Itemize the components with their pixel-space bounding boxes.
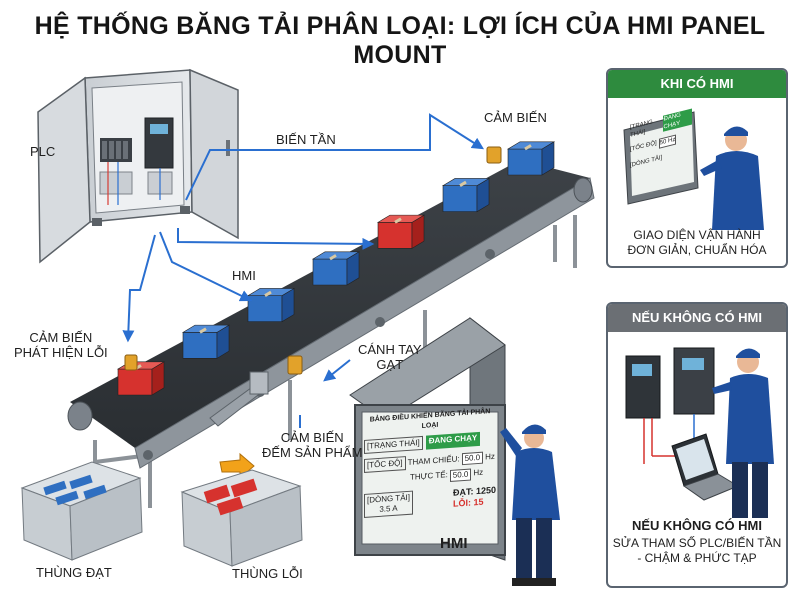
box-icon bbox=[376, 214, 426, 249]
hmi-speed-label: [TỐC ĐỘ] bbox=[364, 456, 406, 473]
operator-icon bbox=[500, 424, 560, 586]
label-arm: CÁNH TAY GẠT bbox=[358, 342, 422, 372]
hmi-err-label: LỖI: bbox=[452, 497, 471, 509]
label-hmi-main: HMI bbox=[440, 535, 468, 552]
hmi-ref-value[interactable]: 50.0 bbox=[461, 451, 484, 466]
label-arm-line2: GẠT bbox=[376, 357, 404, 372]
label-hmi-wire: HMI bbox=[232, 268, 256, 283]
panel-without-hmi-header: NẾU KHÔNG CÓ HMI bbox=[608, 304, 786, 332]
label-counter-line1: CẢM BIẾN bbox=[280, 430, 344, 445]
label-bin-reject: THÙNG LỖI bbox=[232, 566, 303, 581]
label-counter: CẢM BIẾN ĐẾM SẢN PHẨM bbox=[262, 430, 362, 460]
hmi-counts: ĐẠT: 1250 LỖI: 15 bbox=[453, 485, 496, 512]
panel-with-hmi: KHI CÓ HMI [TRẠNG THÁI] ĐANG CHẠY [TỐC Đ… bbox=[606, 68, 788, 268]
page-title: HỆ THỐNG BĂNG TẢI PHÂN LOẠI: LỢI ÍCH CỦA… bbox=[34, 12, 766, 69]
sensor-icon bbox=[124, 146, 502, 375]
conveyor-boxes bbox=[116, 141, 556, 396]
panel-with-hmi-caption-line1: GIAO DIỆN VẬN HÀNH bbox=[633, 228, 761, 242]
vfd-drive-icon bbox=[625, 347, 715, 464]
hmi-ref-unit: Hz bbox=[485, 451, 495, 462]
panel-without-hmi-illustration bbox=[625, 347, 774, 518]
mini-speed-value: 50 Hz bbox=[658, 134, 677, 149]
label-vfd: BIẾN TẦN bbox=[276, 132, 336, 147]
panel-without-hmi-caption-title: NẾU KHÔNG CÓ HMI bbox=[632, 518, 762, 533]
box-icon bbox=[441, 177, 491, 213]
box-icon bbox=[311, 251, 361, 286]
panel-without-hmi-caption: NẾU KHÔNG CÓ HMI SỬA THAM SỐ PLC/BIẾN TẦ… bbox=[608, 518, 786, 566]
panel-with-hmi-caption: GIAO DIỆN VẬN HÀNH ĐƠN GIẢN, CHUẨN HÓA bbox=[608, 228, 786, 258]
panel-with-hmi-header: KHI CÓ HMI bbox=[608, 70, 786, 98]
box-icon bbox=[181, 324, 231, 359]
box-icon bbox=[246, 287, 296, 323]
hmi-ref-label: THAM CHIẾU: bbox=[407, 454, 460, 467]
hmi-err-value: 15 bbox=[473, 496, 484, 508]
label-sensor-error-line2: PHÁT HIỆN LỖI bbox=[14, 345, 108, 360]
label-sensor-top: CẢM BIẾN bbox=[484, 110, 547, 125]
operator-icon bbox=[712, 348, 774, 518]
hmi-panel-icon bbox=[349, 316, 506, 561]
bin-icon bbox=[20, 461, 303, 567]
panel-without-hmi: NẾU KHÔNG CÓ HMI bbox=[606, 302, 788, 588]
pusher-arm-icon bbox=[209, 371, 269, 427]
operator-icon bbox=[700, 126, 764, 230]
label-plc: PLC bbox=[30, 144, 56, 159]
hmi-actual-unit: Hz bbox=[473, 467, 484, 478]
panel-with-hmi-caption-line2: ĐƠN GIẢN, CHUẨN HÓA bbox=[627, 243, 767, 257]
hmi-ok-label: ĐẠT: bbox=[452, 486, 474, 498]
label-arm-line1: CÁNH TAY bbox=[358, 342, 422, 357]
panel-without-hmi-caption-line1: SỬA THAM SỐ PLC/BIẾN TẦN bbox=[612, 536, 782, 550]
hmi-status-value[interactable]: ĐANG CHẠY bbox=[425, 431, 481, 450]
panel-without-hmi-caption-line2: - CHẬM & PHỨC TẠP bbox=[637, 551, 757, 565]
label-sensor-error: CẢM BIẾN PHÁT HIỆN LỖI bbox=[14, 330, 108, 360]
label-sensor-error-line1: CẢM BIẾN bbox=[29, 330, 93, 345]
box-icon bbox=[506, 141, 556, 176]
hmi-load-box: [DÒNG TẢI] 3.5 A bbox=[364, 490, 413, 518]
laptop-icon bbox=[671, 433, 740, 501]
hmi-actual-value: 50.0 bbox=[449, 468, 472, 483]
hmi-ok-value: 1250 bbox=[475, 484, 496, 497]
label-counter-line2: ĐẾM SẢN PHẨM bbox=[262, 445, 363, 460]
hmi-actual-label: THỰC TẾ: bbox=[410, 470, 448, 482]
plc-cabinet-icon bbox=[37, 68, 239, 264]
label-bin-ok: THÙNG ĐẠT bbox=[36, 565, 112, 580]
hmi-status-label: [TRẠNG THÁI] bbox=[364, 435, 423, 454]
hmi-screen: BẢNG ĐIỀU KHIỂN BĂNG TẢI PHÂN LOẠI [TRẠN… bbox=[364, 405, 496, 542]
panel-with-hmi-illustration bbox=[623, 111, 764, 230]
mini-speed-label: [TỐC ĐỘ] bbox=[630, 140, 657, 153]
wiring-lines bbox=[122, 113, 485, 428]
